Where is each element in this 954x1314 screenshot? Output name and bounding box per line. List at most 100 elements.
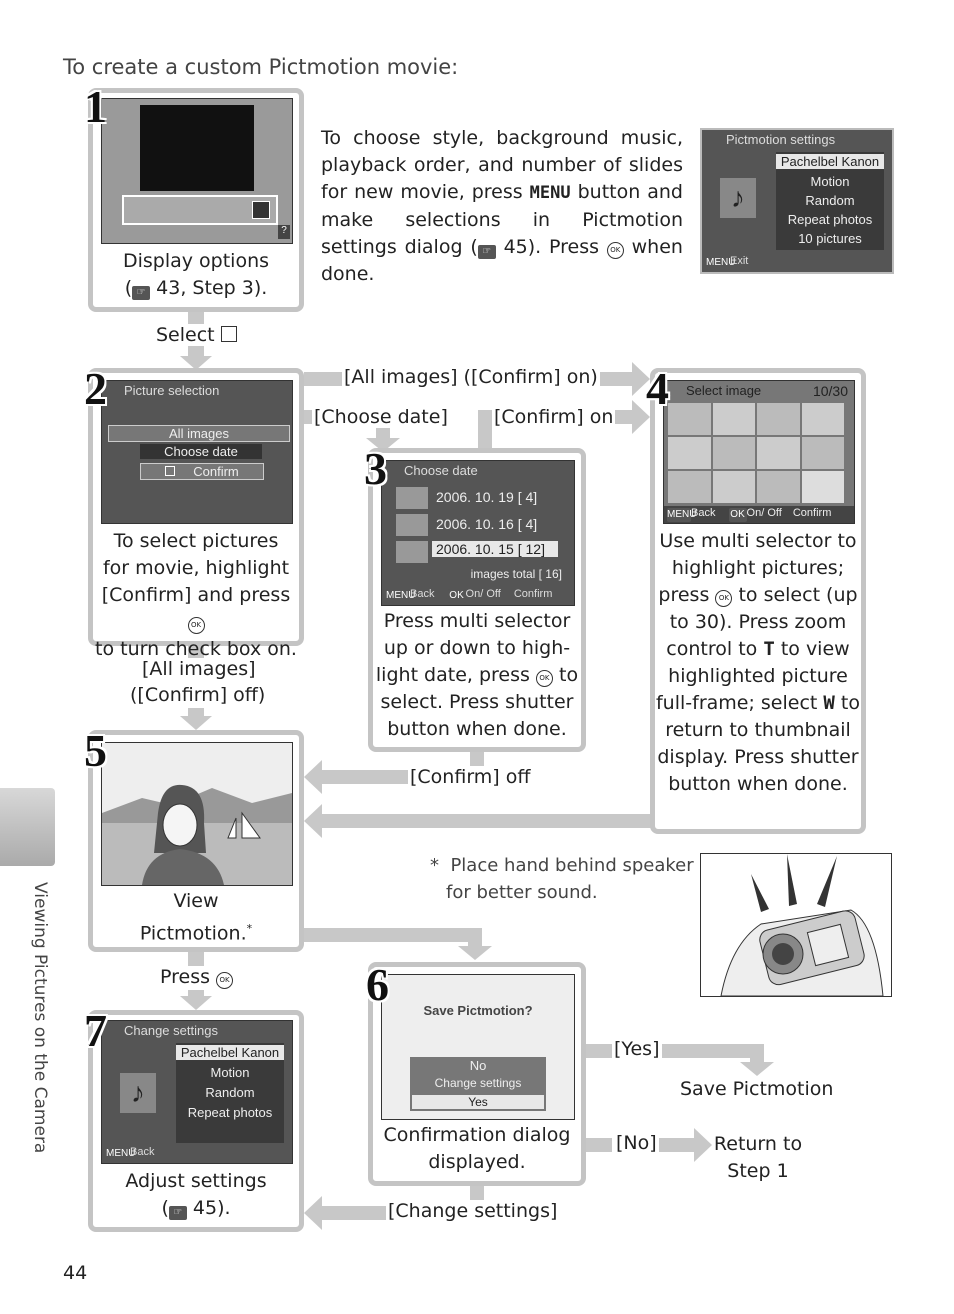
step-4-number: 4 <box>646 363 669 414</box>
select-image-title: Select image <box>686 383 762 398</box>
arrow-2-3-head <box>366 438 400 452</box>
photo-illustration <box>102 784 292 885</box>
arrow-yes-head <box>740 1062 774 1076</box>
step-7-screen: Change settings ♪ Pachelbel Kanon Motion… <box>101 1020 293 1164</box>
book-icon: ☞ <box>477 245 496 259</box>
arrow-4-5-head <box>304 804 322 838</box>
step-3-number: 3 <box>364 443 387 494</box>
arrow-6-7-head <box>304 1196 322 1230</box>
step-1-caption: Display options (☞ 43, Step 3). <box>122 250 270 300</box>
thumbnail <box>668 437 711 469</box>
label-confirm-on: [Confirm] on <box>492 406 616 428</box>
arrow-5-7-stem-b <box>188 990 204 998</box>
change-item-order: Random <box>205 1085 255 1100</box>
pictmotion-icon <box>220 326 237 342</box>
step-3-screen: Choose date 2006. 10. 19 [ 4] 2006. 10. … <box>381 460 575 606</box>
step-1-screen: ? <box>101 98 293 244</box>
arrow-4-5-bar <box>320 814 654 828</box>
page-number: 44 <box>63 1262 88 1284</box>
step-2-number: 2 <box>84 363 107 414</box>
arrow-2-5-head <box>180 716 212 730</box>
book-icon: ☞ <box>168 1206 187 1220</box>
arrow-2-4-head <box>632 362 650 396</box>
settings-footer: MENUExit <box>706 255 749 270</box>
step-7-number: 7 <box>84 1005 107 1056</box>
ok-icon: OK <box>216 972 234 989</box>
label-change-settings: [Change settings] <box>386 1200 560 1222</box>
thumbnail <box>668 471 711 503</box>
checkbox <box>165 466 176 476</box>
arrow-5-7-head <box>180 996 212 1010</box>
step-5-caption: View Pictmotion.* <box>139 890 253 945</box>
step-5-number: 5 <box>84 725 107 776</box>
settings-title: Pictmotion settings <box>726 132 836 147</box>
thumbnail <box>712 471 755 503</box>
step-3-caption: Press multi selector up or down to high-… <box>375 610 579 740</box>
step-4-caption: Use multi selector to highlight pictures… <box>655 530 860 795</box>
arrow-1-2-head <box>180 356 212 370</box>
arrow-5-6-stem <box>468 928 482 948</box>
arrow-no-bar-a <box>586 1138 612 1152</box>
thumbnail <box>801 437 844 469</box>
date-thumb-3 <box>396 541 428 563</box>
option-choose-date: Choose date <box>140 444 262 459</box>
change-settings-title: Change settings <box>124 1023 218 1038</box>
ok-icon: OK <box>715 590 733 607</box>
arrow-no-bar-b <box>656 1138 696 1152</box>
thumbnail <box>668 403 711 435</box>
label-all-images-off-1: [All images] <box>140 658 258 680</box>
date-row-3: 2006. 10. 15 [ 12] <box>432 541 558 557</box>
image-counter: 10/30 <box>812 383 848 399</box>
save-option-no: No <box>469 1058 487 1073</box>
settings-item-repeat: Repeat photos <box>787 212 873 227</box>
thumbnail <box>757 471 800 503</box>
step-6-screen: Save Pictmotion? No Change settings Yes <box>381 974 575 1120</box>
step-6-caption: Confirmation dialog displayed. <box>383 1124 571 1173</box>
save-option-yes: Yes <box>412 1095 544 1109</box>
label-confirm-off: [Confirm] off <box>408 766 533 788</box>
preview-black <box>140 105 254 191</box>
arrow-yes-stem <box>750 1044 764 1064</box>
save-pictmotion-prompt: Save Pictmotion? <box>423 1003 533 1018</box>
label-yes: [Yes] <box>612 1038 662 1060</box>
settings-item-count: 10 pictures <box>798 231 862 246</box>
arrow-1-2-stem-b <box>188 346 204 358</box>
arrow-6-7-bar <box>320 1206 386 1220</box>
step-7-footer: MENUBack <box>106 1146 155 1161</box>
date-thumb-2 <box>396 514 428 536</box>
step-1-caption-line1: Display options <box>122 250 270 272</box>
step-7-caption: Adjust settings (☞ 45). <box>125 1170 267 1220</box>
help-icon: ? <box>278 225 290 239</box>
ok-icon: OK <box>187 617 205 634</box>
picture-selection-title: Picture selection <box>124 383 220 398</box>
chapter-tab <box>0 788 55 866</box>
music-note-icon: ♪ <box>120 1073 156 1113</box>
book-icon: ☞ <box>132 286 151 300</box>
settings-item-music: Pachelbel Kanon <box>776 154 884 169</box>
music-note-icon: ♪ <box>720 178 756 218</box>
thumbnail <box>757 437 800 469</box>
thumbnail <box>757 403 800 435</box>
step-1-number: 1 <box>84 81 107 132</box>
save-pictmotion-outcome: Save Pictmotion <box>680 1078 834 1100</box>
settings-item-style: Motion <box>810 174 850 189</box>
speaker-note: * Place hand behind speaker for better s… <box>430 855 694 903</box>
thumbnail-grid <box>668 403 844 503</box>
change-item-music: Pachelbel Kanon <box>176 1045 284 1060</box>
date-row-2: 2006. 10. 16 [ 4] <box>436 516 538 532</box>
choose-date-title: Choose date <box>404 463 478 478</box>
thumbnail <box>801 403 844 435</box>
date-row-1: 2006. 10. 19 [ 4] <box>436 489 538 505</box>
option-confirm: Confirm <box>140 463 264 480</box>
arrow-5-6-bar <box>304 928 482 942</box>
zoom-tele-glyph: T <box>763 638 775 660</box>
arrow-3-4-stem <box>478 410 492 450</box>
arrow-yes-bar-b <box>660 1044 764 1058</box>
press-label: Press OK <box>158 966 236 989</box>
date-thumb-1 <box>396 487 428 509</box>
intro-text: To choose style, background music, playb… <box>321 127 683 285</box>
save-option-change: Change settings <box>434 1076 522 1090</box>
thumbnail <box>712 403 755 435</box>
